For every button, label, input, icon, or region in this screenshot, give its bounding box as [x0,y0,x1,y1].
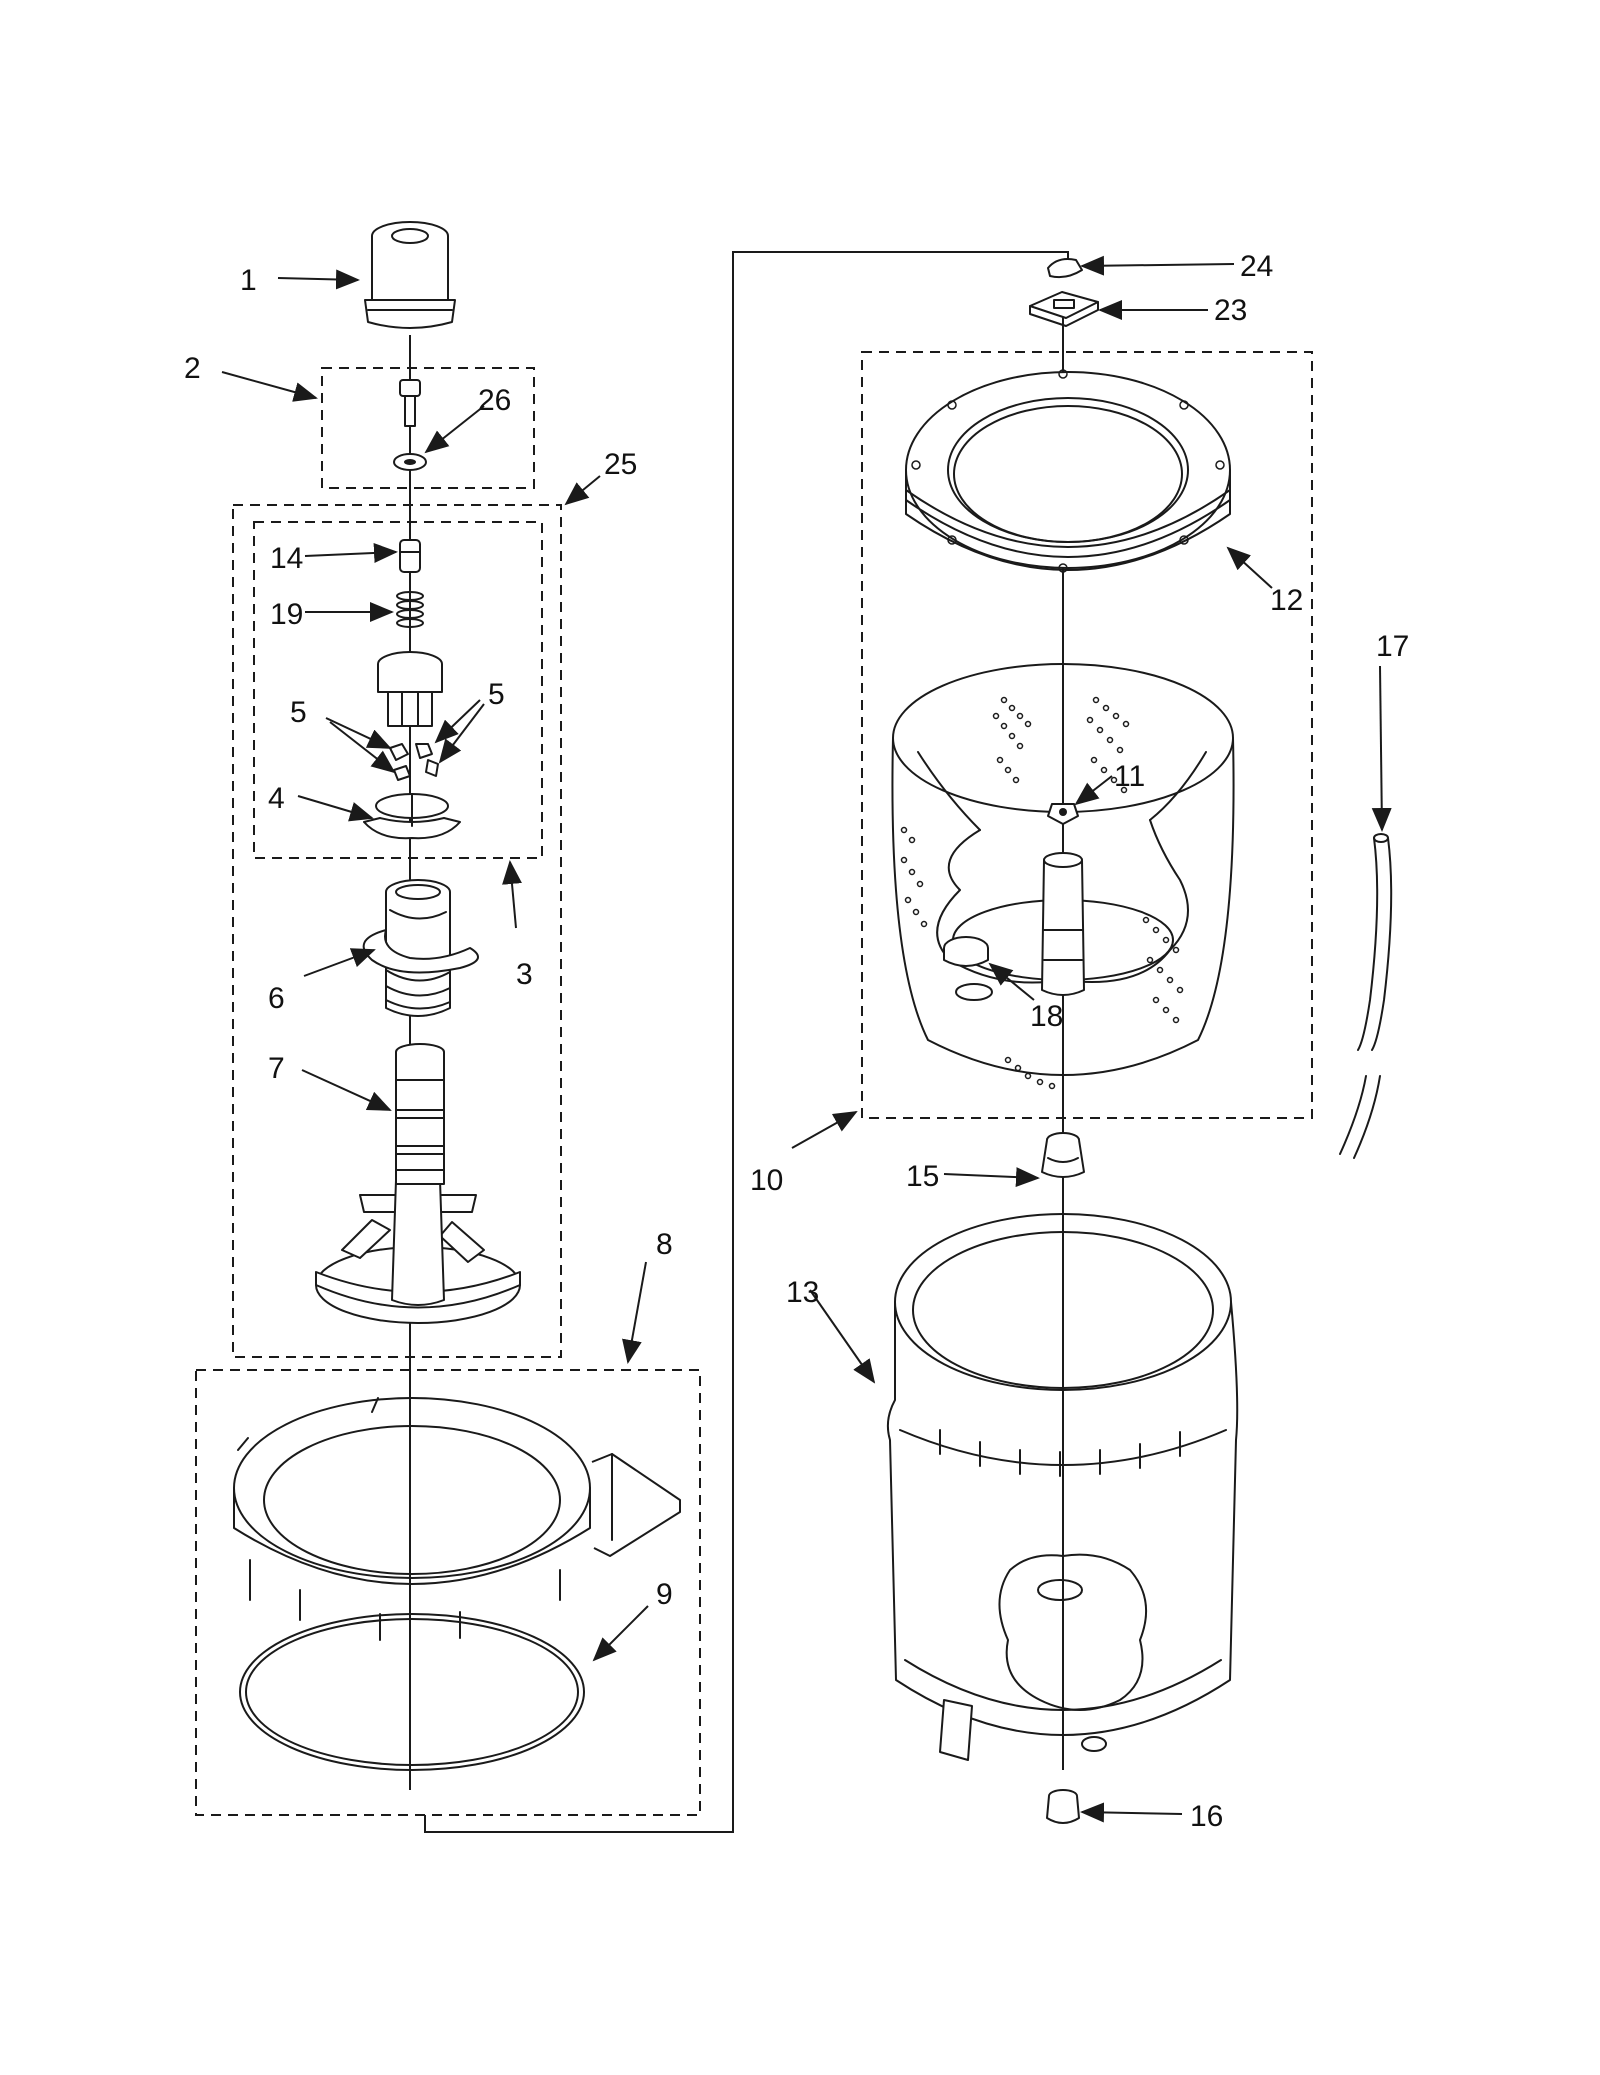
tub-ring-seal-part [239,1613,585,1771]
drive-block-part [1047,803,1079,825]
callout-4: 4 [268,782,285,815]
group-box-3 [253,521,543,859]
callout-1: 1 [240,264,257,297]
basket-plug-part [943,936,993,1001]
callout-5-right: 5 [488,678,505,711]
dog-ramp-part [363,793,461,840]
agitator-dog-parts [389,743,439,781]
hose-part [1339,833,1393,1159]
callout-12: 12 [1270,584,1303,617]
tub-ring-part [233,1397,681,1641]
group-box-25 [232,504,562,1358]
callout-13: 13 [786,1276,819,1309]
callout-5-left: 5 [290,696,307,729]
callout-7: 7 [268,1052,285,1085]
callout-9: 9 [656,1578,673,1611]
callout-17: 17 [1376,630,1409,663]
callout-3: 3 [516,958,533,991]
agitator-cap-part [364,221,456,329]
basket-perforations [900,696,1184,1090]
drain-plug-part [1046,1789,1080,1824]
bolt-assembly-part [399,379,421,427]
cam-part [377,651,443,727]
callout-16: 16 [1190,1800,1223,1833]
outer-tub-part [886,1213,1239,1761]
callout-6: 6 [268,982,285,1015]
washer-part [393,453,427,471]
auger-part [362,879,479,1017]
group-box-10 [861,351,1313,1119]
group-box-8 [195,1369,701,1816]
callout-23: 23 [1214,294,1247,327]
spring-part [396,591,424,628]
group-box-2 [321,367,535,489]
callout-2: 2 [184,352,201,385]
callout-26: 26 [478,384,511,417]
bushing-part [1041,1132,1085,1178]
callout-15: 15 [906,1160,939,1193]
basket-assembly-part [891,663,1235,1076]
callout-8: 8 [656,1228,673,1261]
callout-10: 10 [750,1164,783,1197]
plug-part [399,539,421,573]
callout-11: 11 [1114,760,1145,793]
callout-19: 19 [270,598,303,631]
callout-14: 14 [270,542,303,575]
callout-24: 24 [1240,250,1273,283]
fastener-part [1047,258,1083,279]
agitator-base-part [315,1043,521,1324]
balance-ring-part [905,369,1231,573]
callout-25: 25 [604,448,637,481]
connector-line [424,251,1069,1833]
leader-lines [221,255,1392,1823]
callout-18: 18 [1030,1000,1063,1033]
